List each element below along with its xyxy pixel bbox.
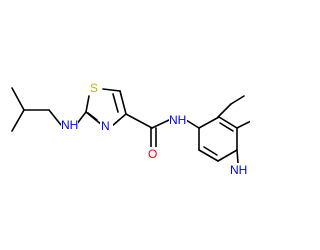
bond: [119, 90, 127, 115]
n-thiazole-label: N: [100, 119, 113, 133]
n-indole-label: NH: [230, 163, 247, 177]
oxygen-label: O: [147, 147, 160, 161]
bond: [203, 146, 218, 156]
bond: [85, 95, 90, 113]
bond: [198, 116, 220, 129]
bond: [198, 149, 219, 162]
bond: [230, 95, 245, 105]
molecule-structure: NH S N O NH NH: [11, 81, 250, 177]
nh-amine-label: NH: [61, 118, 78, 132]
bond: [111, 113, 127, 127]
oxygen-text: O: [148, 147, 157, 161]
n-thiazole-text: N: [101, 119, 110, 133]
bond: [218, 116, 238, 129]
bond: [217, 149, 238, 162]
bond: [112, 93, 119, 113]
bond: [217, 103, 232, 118]
bond: [48, 109, 62, 126]
bond: [219, 122, 234, 132]
bond: [151, 119, 170, 129]
pyrrole-ring: [217, 95, 245, 118]
bond: [11, 87, 25, 111]
sulfur-label: S: [88, 81, 101, 95]
nh-amine-text: NH: [61, 118, 78, 132]
bonds: [11, 87, 250, 164]
atom-labels: NH S N O NH NH: [61, 81, 247, 177]
sulfur-text: S: [90, 81, 98, 95]
bond: [11, 109, 25, 132]
bond: [125, 113, 153, 129]
n-indole-text: NH: [230, 163, 247, 177]
bond: [102, 88, 121, 92]
bond: [87, 112, 98, 121]
n-amide-label: NH: [169, 113, 187, 127]
n-amide-text: NH: [169, 113, 186, 127]
bond: [236, 149, 239, 164]
bond: [236, 120, 250, 129]
bond: [185, 119, 200, 129]
